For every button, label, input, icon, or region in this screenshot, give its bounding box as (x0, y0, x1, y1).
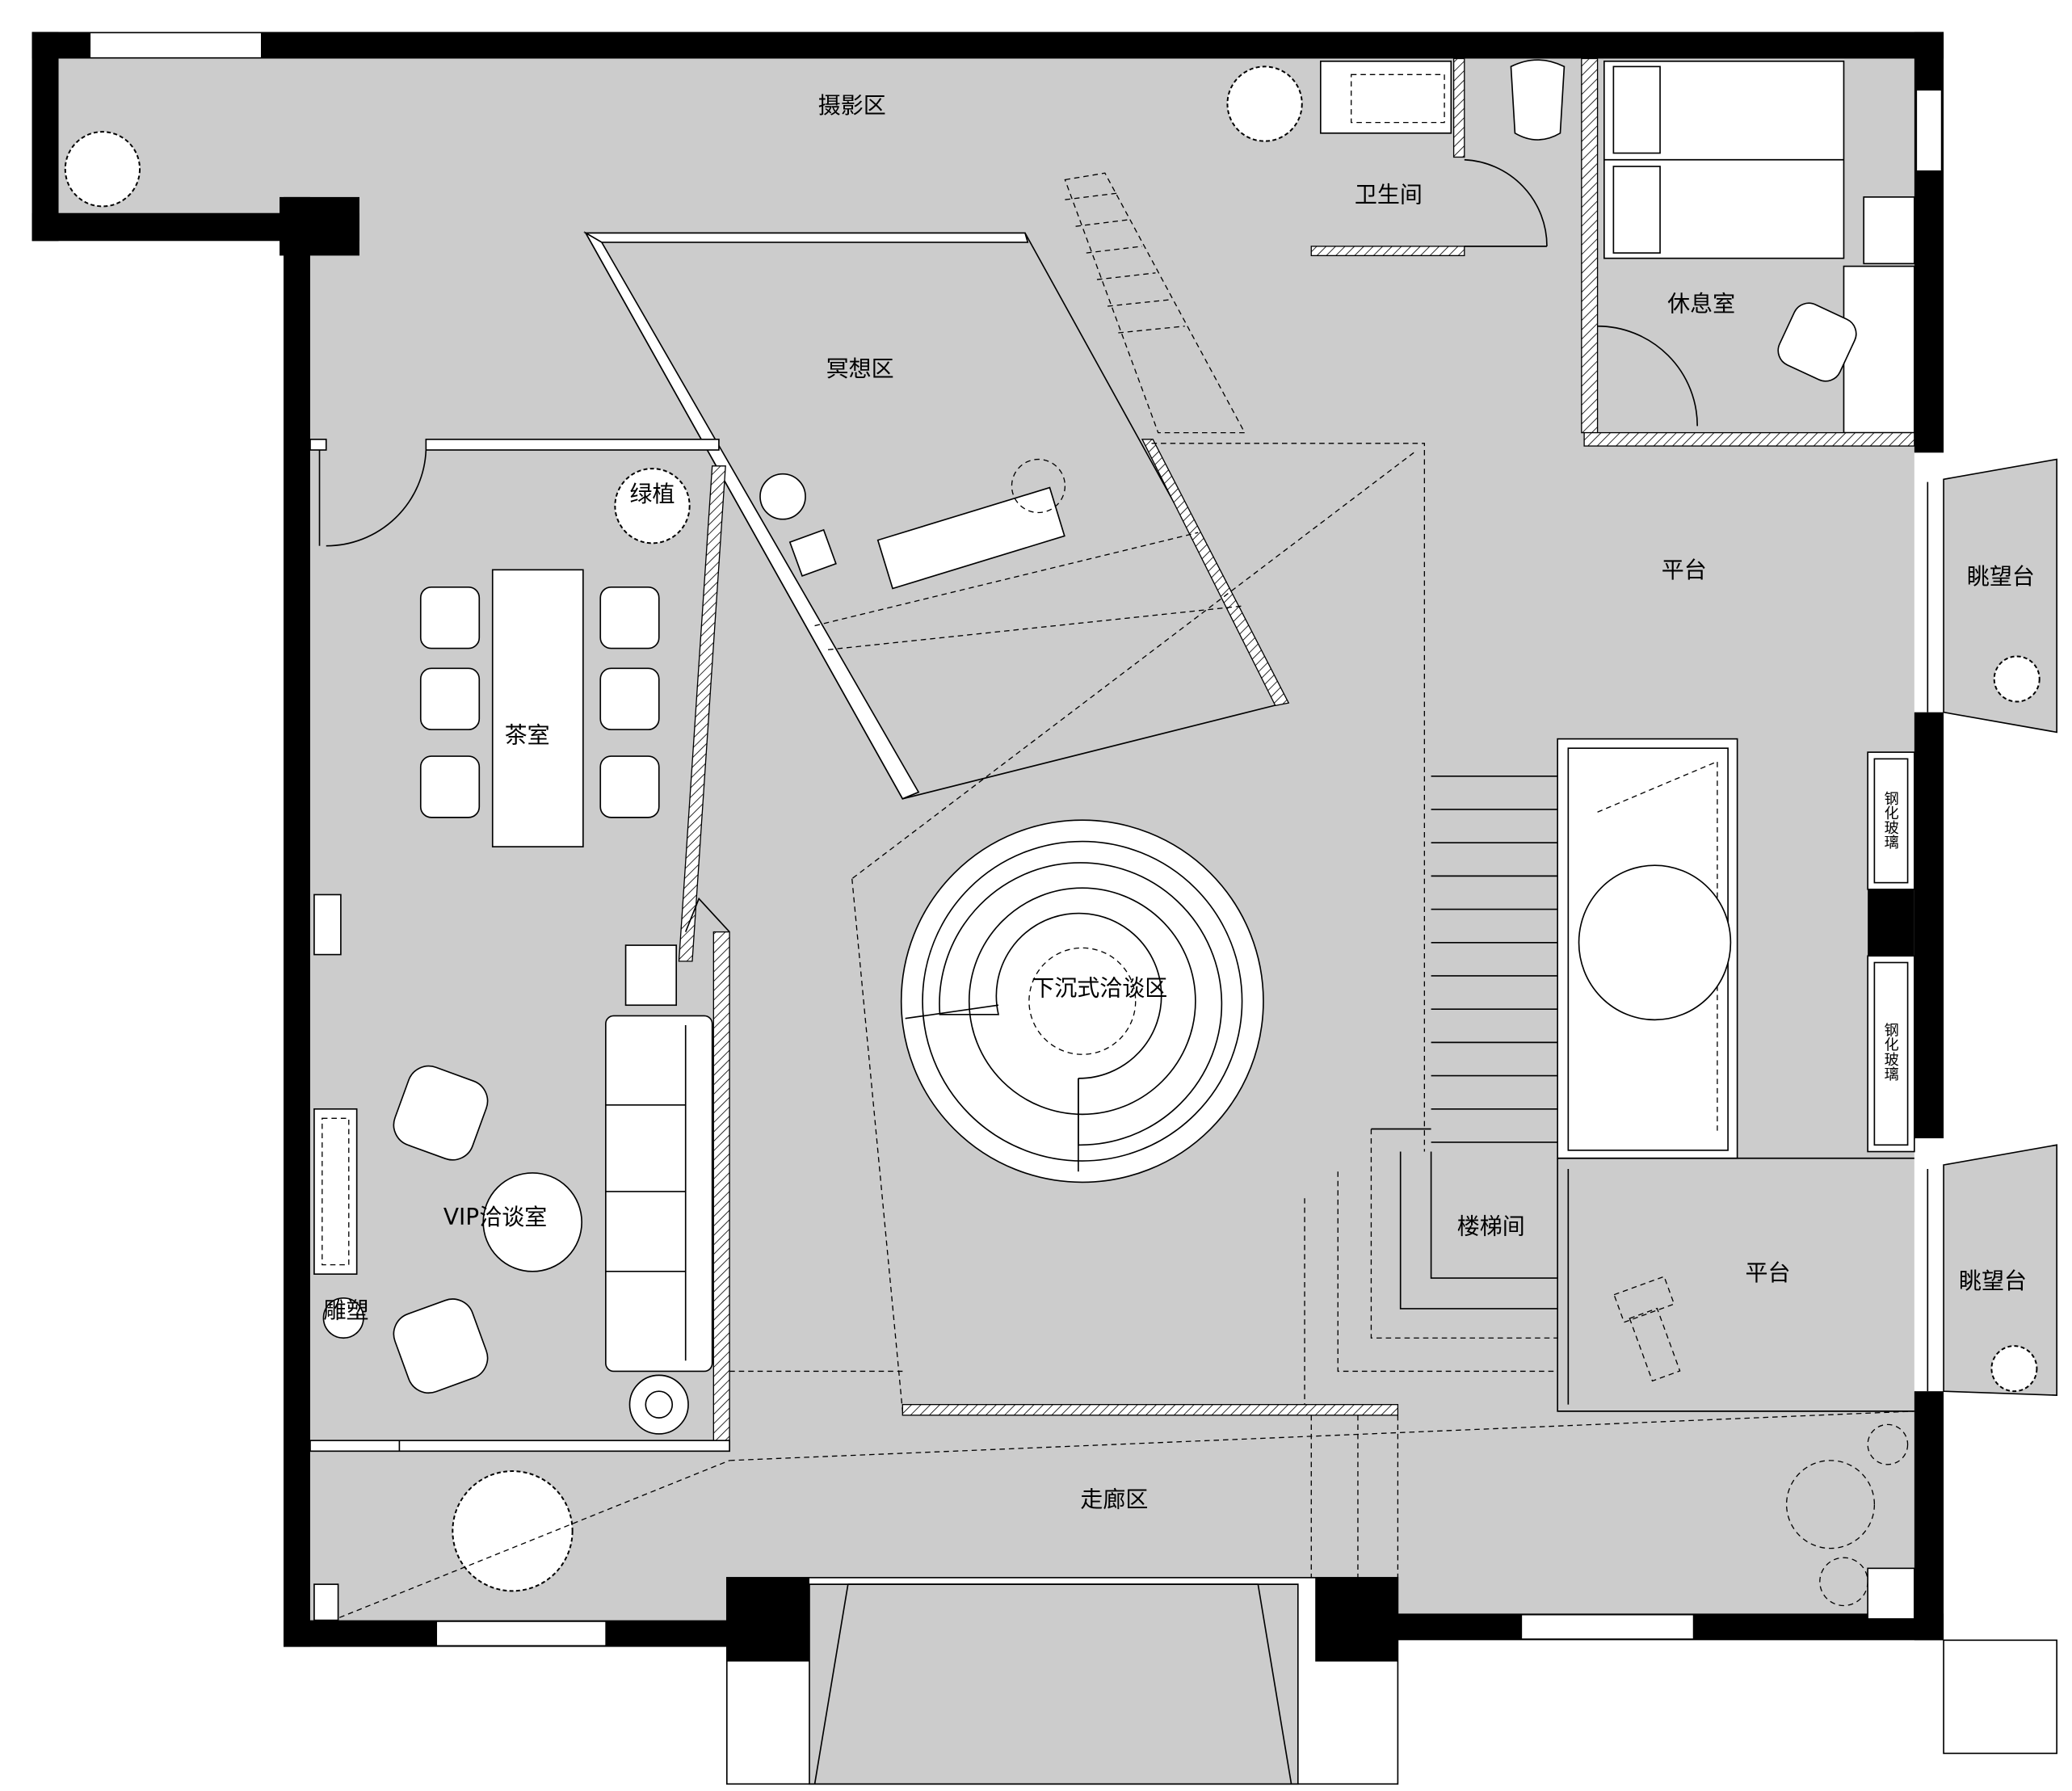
label-corridor: 走廊区 (1080, 1486, 1148, 1512)
tea-room (309, 439, 726, 962)
sofa-icon (605, 1015, 713, 1373)
label-lounge: 休息室 (1667, 290, 1735, 317)
armchair-icon (393, 1065, 489, 1161)
bathroom (1310, 57, 1566, 257)
door-arc (326, 449, 427, 547)
plant-icon (452, 1470, 574, 1592)
lounge (1581, 57, 1915, 447)
lamp-icon (628, 1374, 689, 1435)
plant-icon (1993, 655, 2040, 703)
vip-room (309, 893, 1399, 1453)
label-stairwell: 楼梯间 (1457, 1213, 1525, 1239)
door-arc (1597, 325, 1699, 427)
lookout-deck-lower (1927, 1144, 2057, 1396)
armchair-icon (393, 1298, 489, 1394)
walls (32, 32, 2057, 1755)
label-platform-lower: 平台 (1746, 1259, 1791, 1286)
label-sunken-lounge: 下沉式洽谈区 (1032, 974, 1167, 1001)
armchair-icon (1777, 302, 1857, 382)
sculpture-icon (322, 1297, 364, 1339)
label-platform-upper: 平台 (1662, 557, 1707, 583)
plant-icon (64, 131, 141, 208)
chair-icon (419, 586, 660, 818)
toilet-icon (1510, 59, 1566, 141)
glass-panel-upper (1867, 751, 1915, 890)
room-labels: 摄影区 卫生间 休息室 冥想区 绿植 茶室 平台 眺望台 钢化玻璃 钢化玻璃 下… (323, 92, 2034, 1512)
label-tea-room: 茶室 (505, 721, 550, 748)
meditation-room (583, 231, 1290, 800)
sunken-lounge (900, 819, 1264, 1183)
label-lookout-upper: 眺望台 (1967, 563, 2035, 590)
lookout-deck-upper (1927, 458, 2057, 734)
entrance-floor (809, 1583, 1299, 1785)
tv-cabinet (313, 1108, 358, 1275)
plant-icon (614, 468, 691, 544)
stairs-upper (1064, 172, 1246, 434)
round-table (482, 1172, 583, 1272)
label-bathroom: 卫生间 (1355, 181, 1423, 208)
desk-icon (876, 486, 1065, 590)
label-photo-area: 摄影区 (818, 92, 886, 119)
platform-lower (1557, 1157, 1914, 1412)
plant-icon (1226, 65, 1303, 142)
label-lookout-lower: 眺望台 (1959, 1268, 2027, 1294)
label-glass-lower: 钢化玻璃 (1882, 1023, 1899, 1082)
label-plants: 绿植 (630, 481, 675, 507)
pillow-icon (1612, 166, 1661, 254)
door-arc (1464, 158, 1548, 246)
ceiling-lines (313, 443, 1915, 1621)
label-glass-upper: 钢化玻璃 (1882, 791, 1899, 850)
label-sculpture: 雕塑 (323, 1297, 368, 1323)
tea-table (491, 569, 584, 847)
stairwell (1304, 738, 1738, 1405)
label-vip-room: VIP洽谈室 (443, 1204, 547, 1230)
glass-panel-lower (1867, 955, 1915, 1153)
plant-icon (1990, 1345, 2038, 1393)
pillow-icon (1612, 65, 1661, 154)
label-meditation: 冥想区 (826, 355, 894, 382)
